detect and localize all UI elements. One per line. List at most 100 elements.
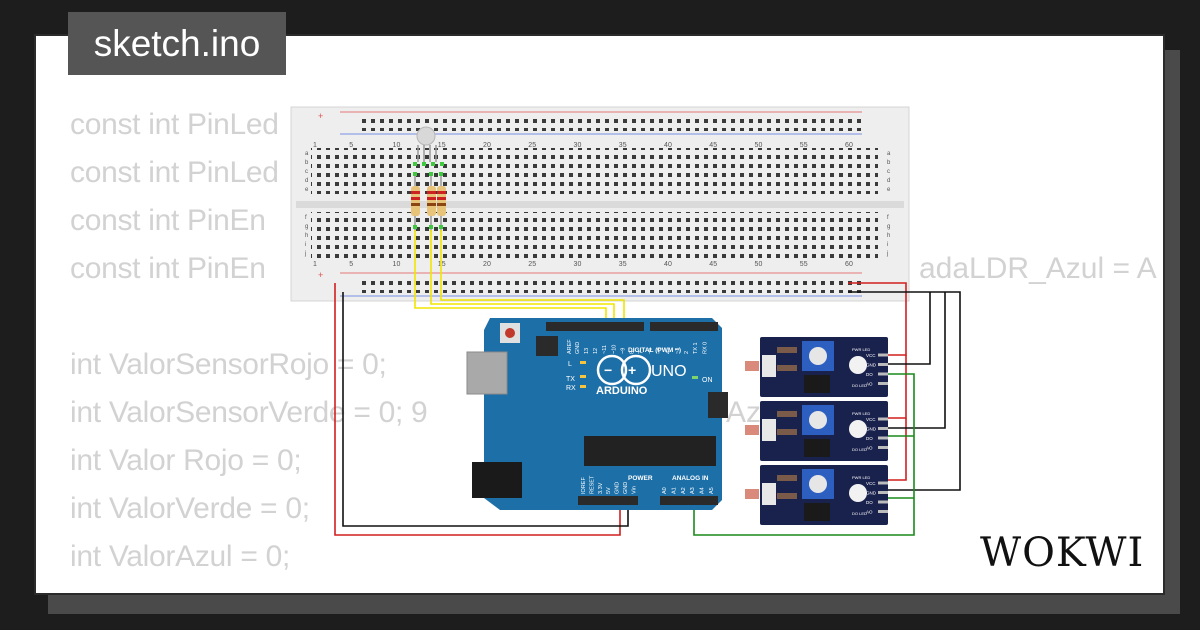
- breadboard-column-label: 60: [845, 261, 853, 268]
- breadboard-column-label: 1: [313, 261, 317, 268]
- led-indicator: [849, 484, 867, 502]
- code-line-8: int Valor Rojo = 0;: [70, 444, 302, 477]
- breadboard-row-label: g: [887, 224, 890, 230]
- code-line-9: int ValorVerde = 0;: [70, 492, 310, 525]
- analog-label: ANALOG IN: [672, 475, 709, 482]
- resistor-green-channel[interactable]: [427, 172, 436, 232]
- sensor-label: DO LED: [852, 383, 867, 388]
- breadboard-column-label: 1: [313, 142, 317, 149]
- sensor-pin[interactable]: [878, 372, 888, 376]
- code-line-2: const int PinLed: [70, 156, 279, 189]
- breadboard-column-label: 25: [528, 261, 536, 268]
- power-pin-label: 5V: [606, 487, 612, 494]
- sensor-pin-label: DO: [866, 372, 873, 377]
- breadboard-row-label: i: [305, 242, 306, 248]
- breadboard-row-label: c: [305, 169, 308, 175]
- wokwi-logo-text: WOKWI: [980, 530, 1144, 576]
- breadboard-column-label: 30: [574, 261, 582, 268]
- breadboard-column-label: 10: [393, 142, 401, 149]
- resistor-red-channel[interactable]: [411, 172, 420, 232]
- sensor-pin[interactable]: [878, 481, 888, 485]
- pin-label: AREF: [567, 339, 573, 354]
- atmega-chip: [584, 436, 716, 466]
- breadboard-column-label: 55: [800, 261, 808, 268]
- sensor-pin-label: GND: [866, 363, 877, 368]
- analog-pin-label: A0: [662, 487, 668, 494]
- sensor-pin[interactable]: [878, 382, 888, 385]
- sensor-pin[interactable]: [878, 436, 888, 440]
- wires-red: [334, 282, 907, 536]
- breadboard-row-label: f: [887, 215, 889, 221]
- sensor-label: PWR LED: [852, 475, 870, 480]
- power-pin-label: RESET: [589, 475, 595, 494]
- breadboard-row-label: b: [305, 160, 309, 166]
- breadboard-column-label: 45: [709, 261, 717, 268]
- sketch-title: sketch.ino: [68, 12, 286, 75]
- breadboard-column-label: 50: [755, 261, 763, 268]
- wires-black: [342, 291, 961, 527]
- breadboard-row-label: a: [305, 151, 309, 157]
- analog-pin-label: A4: [700, 487, 706, 494]
- breadboard-column-label: 60: [845, 142, 853, 149]
- breadboard-column-label: 5: [349, 142, 353, 149]
- breadboard-row-label: d: [887, 178, 890, 184]
- breadboard-column-label: 40: [664, 142, 672, 149]
- sensor-pin[interactable]: [878, 510, 888, 513]
- power-pin-label: IOREF: [581, 477, 587, 494]
- rgb-led[interactable]: [416, 126, 437, 162]
- sensor-pin[interactable]: [878, 417, 888, 421]
- breadboard-column-label: 50: [755, 142, 763, 149]
- power-pin-label: GND: [615, 482, 621, 494]
- sensor-pin[interactable]: [878, 491, 888, 494]
- breadboard-row-label: c: [887, 169, 890, 175]
- arduino-model: UNO: [651, 363, 687, 380]
- code-line-1: const int PinLed: [70, 108, 279, 141]
- led-indicator: [849, 356, 867, 374]
- breadboard-row-label: h: [305, 233, 308, 239]
- sensor-pin-label: VCC: [866, 353, 876, 358]
- digital-header: [546, 322, 644, 331]
- analog-pin-label: A5: [709, 487, 715, 494]
- sensor-pin-label: AO: [866, 446, 873, 451]
- sensor-pin[interactable]: [878, 353, 888, 357]
- wires-yellow: [414, 230, 625, 326]
- digital-pin-label: 2: [684, 351, 690, 354]
- digital-label: DIGITAL (PWM ~): [628, 347, 681, 354]
- breadboard-row-label: j: [304, 251, 306, 257]
- sensor-pin-label: DO: [866, 436, 873, 441]
- power-pin-label: Vin: [631, 486, 637, 494]
- digital-pin-label: ~5: [657, 348, 663, 354]
- code-line-3: const int PinEn: [70, 204, 266, 237]
- breadboard-column-label: 25: [528, 142, 536, 149]
- code-line-6: int ValorSensorRojo = 0;: [70, 348, 387, 381]
- breadboard-column-label: 35: [619, 142, 627, 149]
- breadboard-row-label: e: [887, 187, 891, 193]
- breadboard-row-label: h: [887, 233, 890, 239]
- l-label: L: [568, 361, 572, 368]
- breadboard-row-label: d: [305, 178, 308, 184]
- sensor-pin[interactable]: [878, 446, 888, 449]
- resistor-blue-channel[interactable]: [437, 172, 446, 232]
- digital-pin-label: ~9: [620, 348, 626, 354]
- sensor-pin-label: AO: [866, 510, 873, 515]
- analog-pin-label: A3: [690, 487, 696, 494]
- arduino-uno-board[interactable]: − + ARDUINO UNO DIGITAL (PWM ~) POWER AN…: [466, 318, 728, 510]
- sensor-pin[interactable]: [878, 427, 888, 430]
- breadboard-column-label: 45: [709, 142, 717, 149]
- sensor-label: PWR LED: [852, 411, 870, 416]
- code-line-4: const int PinEn: [70, 252, 266, 285]
- svg-text:+: +: [318, 270, 323, 280]
- sensor-pin[interactable]: [878, 500, 888, 504]
- arduino-brand: ARDUINO: [596, 385, 648, 397]
- code-line-10: int ValorAzul = 0;: [70, 540, 290, 573]
- breadboard-row-label: f: [305, 215, 307, 221]
- wokwi-logo: WOKWI: [978, 528, 1150, 578]
- svg-text:−: −: [604, 362, 612, 378]
- sensor-pin[interactable]: [878, 363, 888, 366]
- breadboard-column-label: 20: [483, 142, 491, 149]
- power-header: [578, 496, 638, 505]
